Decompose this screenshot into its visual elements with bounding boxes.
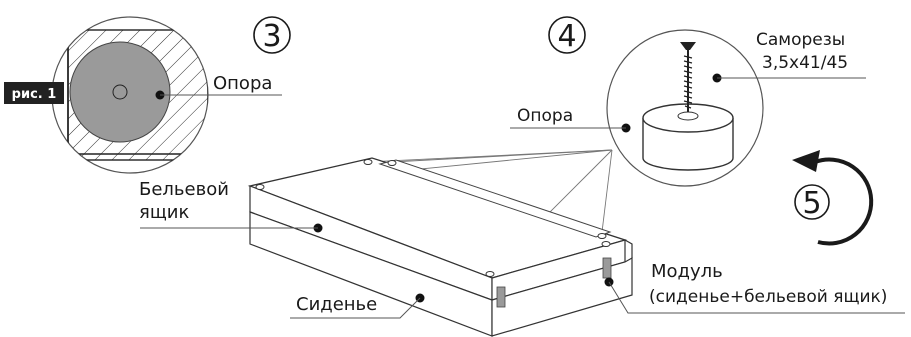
support-center-hole <box>112 84 128 100</box>
step-3-marker: 3 <box>253 16 291 54</box>
linen-box-label-line2: ящик <box>139 202 189 223</box>
module-label-line1: Модуль <box>651 261 723 282</box>
linen-box-label-line1: Бельевой <box>139 179 229 200</box>
rotate-arrow-icon <box>792 150 820 172</box>
figure-badge-text: рис. 1 <box>12 87 57 102</box>
step-4-number: 4 <box>557 19 576 54</box>
figure-badge: рис. 1 <box>4 82 64 104</box>
module-label-line2: (сиденье+бельевой ящик) <box>649 287 887 307</box>
support-label-right: Опора <box>517 106 573 126</box>
step-5-marker: 5 <box>792 150 874 246</box>
seat-label: Сиденье <box>296 294 377 315</box>
support-label-left: Опора <box>213 73 272 94</box>
detail-circle-right <box>510 29 866 187</box>
step-5-number: 5 <box>802 186 821 221</box>
step-3-number: 3 <box>262 19 281 54</box>
screws-label-line1: Саморезы <box>756 30 845 50</box>
screw-icon <box>680 42 696 112</box>
detail-circle-left <box>51 16 282 174</box>
step-4-marker: 4 <box>548 16 586 54</box>
module-box <box>140 149 905 337</box>
screws-label-line2: 3,5х41/45 <box>762 53 848 73</box>
